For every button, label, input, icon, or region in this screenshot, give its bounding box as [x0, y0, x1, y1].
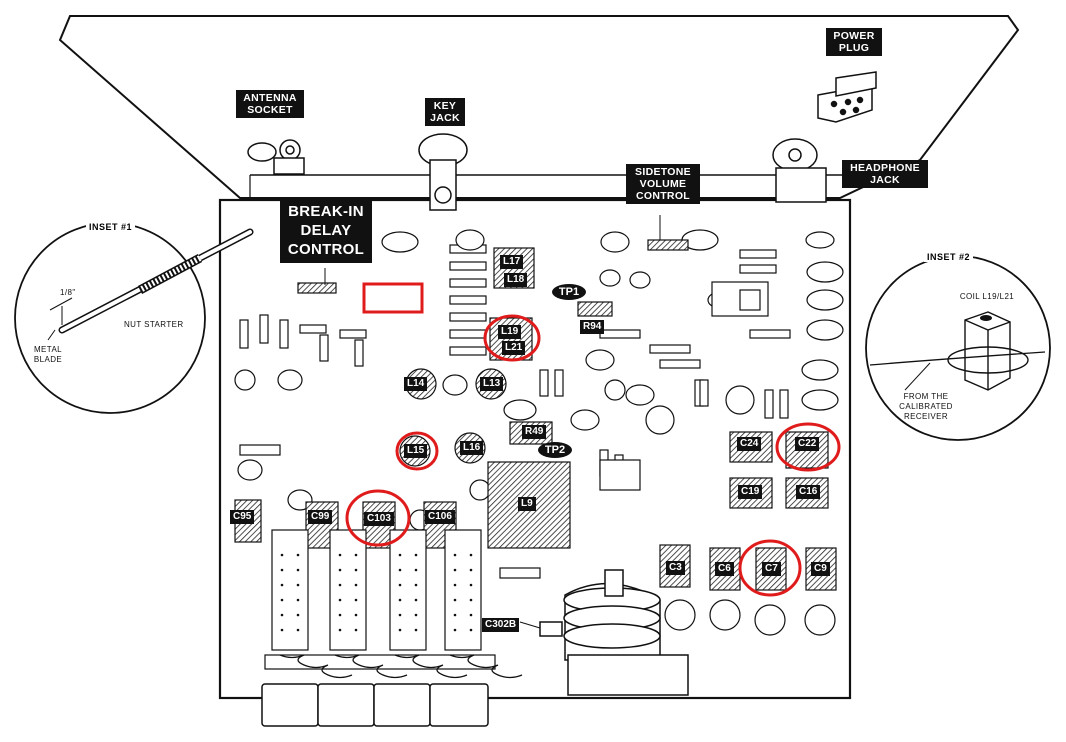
- component-C99: C99: [308, 510, 333, 524]
- highlight-marks: [345, 282, 841, 597]
- tuning-springs: [279, 654, 523, 679]
- component-C6: C6: [715, 562, 734, 576]
- component-L17: L17: [500, 255, 524, 269]
- break-in-delay-control-label: BREAK-IN DELAY CONTROL: [280, 198, 372, 263]
- component-C16: C16: [796, 485, 821, 499]
- component-L14: L14: [404, 377, 428, 391]
- component-L9: L9: [518, 497, 536, 511]
- inset-1-dimension: 1/8": [60, 288, 76, 297]
- component-L15: L15: [404, 444, 428, 458]
- highlight-C103: [345, 489, 411, 547]
- component-C103: C103: [364, 512, 394, 526]
- inset-1-title: INSET #1: [86, 222, 136, 232]
- component-C24: C24: [737, 437, 762, 451]
- sidetone-volume-control-label: SIDETONE VOLUME CONTROL: [626, 164, 700, 204]
- component-C19: C19: [738, 485, 763, 499]
- highlight-break-in-delay-control: [362, 282, 424, 314]
- inset-1-graphic: [14, 222, 254, 414]
- highlight-L15: [395, 431, 439, 471]
- component-C7: C7: [762, 562, 781, 576]
- component-R94: R94: [580, 320, 605, 334]
- component-C22: C22: [795, 437, 820, 451]
- antenna-socket-label: ANTENNA SOCKET: [236, 90, 304, 118]
- component-C302B: C302B: [482, 618, 520, 632]
- component-L13: L13: [480, 377, 504, 391]
- board-components: [234, 229, 844, 636]
- component-C106: C106: [425, 510, 455, 524]
- component-L18: L18: [504, 273, 528, 287]
- test-point-TP2: TP2: [538, 442, 572, 458]
- highlight-C22: [775, 422, 841, 472]
- component-L19: L19: [498, 325, 522, 339]
- connectors: [247, 71, 877, 211]
- test-point-TP1: TP1: [552, 284, 586, 300]
- headphone-jack-label: HEADPHONE JACK: [842, 160, 928, 188]
- front-knobs: [261, 683, 489, 727]
- component-C95: C95: [230, 510, 255, 524]
- component-R49: R49: [522, 425, 547, 439]
- inset-1-metal-blade: METAL BLADE: [33, 345, 63, 364]
- highlight-C7: [738, 539, 802, 597]
- inset-2-title: INSET #2: [924, 252, 974, 262]
- inset-2-graphic: [865, 255, 1051, 441]
- highlight-L19-L21: [483, 314, 541, 362]
- component-L16: L16: [460, 441, 484, 455]
- component-C3: C3: [666, 561, 685, 575]
- main-tuning-capacitor: [539, 569, 689, 696]
- inset-2-from-receiver: FROM THE CALIBRATED RECEIVER: [899, 392, 953, 421]
- component-C9: C9: [811, 562, 830, 576]
- tuning-capacitor-bank: [271, 529, 482, 651]
- inset-2-coil-label: COIL L19/L21: [959, 292, 1015, 301]
- power-plug-label: POWER PLUG: [826, 28, 882, 56]
- leader-lines: [324, 215, 661, 629]
- inset-1-nut-starter: NUT STARTER: [124, 320, 184, 329]
- component-L21: L21: [502, 341, 526, 355]
- key-jack-label: KEY JACK: [425, 98, 465, 126]
